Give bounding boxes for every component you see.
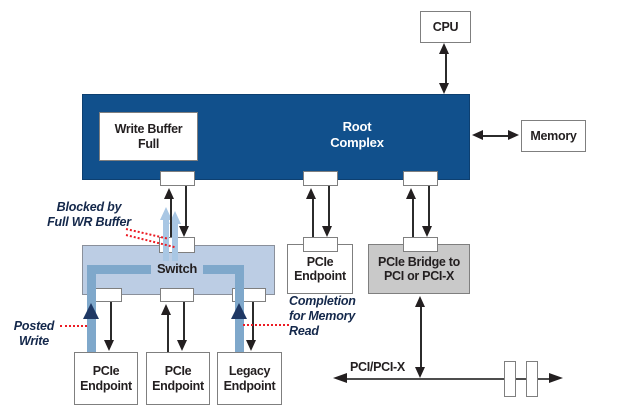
legacy-endpoint-box: Legacy Endpoint xyxy=(217,352,282,405)
blocked-arrow-2-shaft xyxy=(172,223,178,274)
blocked-arrow-1-shaft xyxy=(163,219,169,274)
posted-write-annotation: Posted Write xyxy=(8,319,60,349)
cpu-rc-down-head xyxy=(439,83,449,94)
rc-bridge-up-head xyxy=(406,188,416,199)
completion-arrowhead xyxy=(231,303,247,319)
bridge-bus-up-head xyxy=(415,296,425,307)
posted-callout-line xyxy=(60,325,87,327)
blocked-arrow-2-head xyxy=(169,211,181,224)
pcie-endpoint-b-box: PCIe Endpoint xyxy=(146,352,210,405)
completion-annotation-line1: Completion xyxy=(289,294,356,308)
switch-epb-down-head xyxy=(177,340,187,351)
rc-endpoint-up-head xyxy=(306,188,316,199)
pci-bus-right-head xyxy=(549,373,563,383)
rc-bridge-up-line xyxy=(412,198,414,237)
switch-epb-down-line xyxy=(183,302,185,340)
blocked-annotation-line1: Blocked by xyxy=(56,200,122,214)
write-buffer-full-box: Write Buffer Full xyxy=(99,112,198,161)
switch-label: Switch xyxy=(151,261,203,276)
root-complex-label-line1: Root xyxy=(342,119,372,134)
switch-epa-down-line xyxy=(110,302,112,340)
rc-bridge-down-line xyxy=(428,186,430,226)
pcie-endpoint-a-line1: PCIe xyxy=(92,364,120,378)
legacy-endpoint-line2: Endpoint xyxy=(223,378,276,393)
rc-switch-up-line xyxy=(170,198,172,237)
memory-box: Memory xyxy=(521,120,586,152)
pci-bus-line xyxy=(340,378,555,380)
switch-epb-up-head xyxy=(161,304,171,315)
pcie-endpoint-right-port xyxy=(303,237,338,252)
completion-annotation-line2: for Memory xyxy=(289,309,356,323)
posted-write-arrowhead xyxy=(83,303,99,319)
rc-bridge-down-head xyxy=(422,226,432,237)
switch-downstream-port-2 xyxy=(160,288,194,302)
cpu-label: CPU xyxy=(432,19,459,34)
cpu-box: CPU xyxy=(420,11,471,43)
pcie-endpoint-a-box: PCIe Endpoint xyxy=(74,352,138,405)
pci-bus-left-head xyxy=(333,373,347,383)
pci-bridge-line2: PCI or PCI-X xyxy=(383,269,455,283)
pci-slot-2 xyxy=(526,361,538,397)
memory-label: Memory xyxy=(530,128,577,143)
rc-switch-up-head xyxy=(164,188,174,199)
pcie-endpoint-a-line2: Endpoint xyxy=(80,378,132,393)
root-complex-label: Root Complex xyxy=(282,119,432,151)
pcie-endpoint-right-box: PCIe Endpoint xyxy=(287,244,353,294)
rc-memory-left-head xyxy=(472,130,483,140)
rc-endpoint-up-line xyxy=(312,198,314,237)
pci-bus-label: PCI/PCI-X xyxy=(350,360,405,374)
completion-annotation-line3: Read xyxy=(289,324,319,338)
cpu-rc-up-head xyxy=(439,43,449,54)
bridge-bus-line xyxy=(420,306,422,368)
rc-memory-right-head xyxy=(508,130,519,140)
cpu-rc-line xyxy=(445,53,447,84)
bridge-bus-down-head xyxy=(415,367,425,378)
switch-epb-up-line xyxy=(167,314,169,352)
rc-memory-line xyxy=(482,135,511,137)
pcie-endpoint-right-line2: Endpoint xyxy=(294,269,346,283)
pci-bridge-box: PCIe Bridge to PCI or PCI-X xyxy=(368,244,470,294)
completion-callout-line xyxy=(243,324,289,326)
pcie-endpoint-right-line1: PCIe xyxy=(306,254,334,269)
blocked-annotation-line2: Full WR Buffer xyxy=(47,215,131,229)
write-buffer-label-line2: Full xyxy=(137,136,160,151)
blocked-annotation: Blocked by Full WR Buffer xyxy=(28,200,150,230)
switch-legacy-down-line xyxy=(252,302,254,340)
switch-legacy-down-head xyxy=(246,340,256,351)
rc-endpoint-down-head xyxy=(322,226,332,237)
write-buffer-label-line1: Write Buffer xyxy=(114,122,183,136)
pci-slot-1 xyxy=(504,361,516,397)
posted-annotation-line1: Posted xyxy=(13,319,55,333)
rc-endpoint-down-line xyxy=(328,186,330,226)
pci-bridge-port xyxy=(403,237,438,252)
completion-annotation: Completion for Memory Read xyxy=(289,294,369,339)
posted-annotation-line2: Write xyxy=(18,334,50,348)
rc-switch-down-head xyxy=(179,226,189,237)
pcie-endpoint-b-line2: Endpoint xyxy=(152,378,204,393)
root-complex-port-2 xyxy=(303,171,338,186)
pci-bridge-line1: PCIe Bridge to xyxy=(378,254,460,269)
root-complex-label-line2: Complex xyxy=(330,135,384,150)
root-complex-port-3 xyxy=(403,171,438,186)
switch-epa-down-head xyxy=(104,340,114,351)
root-complex-port-1 xyxy=(160,171,195,186)
legacy-endpoint-line1: Legacy xyxy=(228,364,271,378)
pcie-endpoint-b-line1: PCIe xyxy=(164,364,192,378)
rc-switch-down-line xyxy=(185,186,187,226)
